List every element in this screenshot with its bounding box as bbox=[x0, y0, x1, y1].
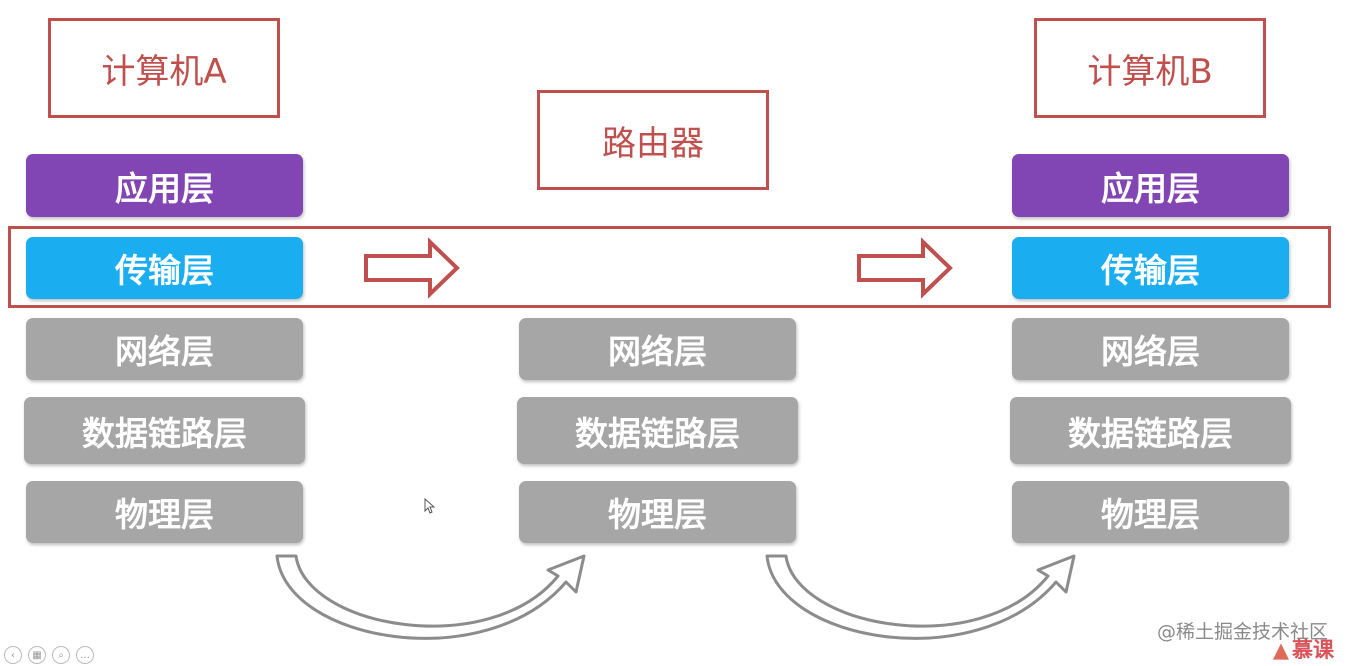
more-icon[interactable]: … bbox=[76, 646, 94, 664]
computer-a-network-layer: 网络层 bbox=[26, 318, 303, 380]
computer-a-title: 计算机A bbox=[48, 18, 280, 118]
curved-arrow-icon bbox=[275, 554, 586, 640]
back-icon[interactable]: ‹ bbox=[4, 646, 22, 664]
mouse-cursor-icon bbox=[424, 498, 436, 514]
router-network-layer: 网络层 bbox=[519, 318, 796, 380]
computer-a-application-layer: 应用层 bbox=[26, 154, 303, 217]
router-datalink-layer: 数据链路层 bbox=[517, 397, 798, 464]
computer-b-network-layer: 网络层 bbox=[1012, 318, 1289, 380]
grid-icon[interactable]: ▦ bbox=[28, 646, 46, 664]
computer-a-transport-layer: 传输层 bbox=[26, 237, 303, 299]
router-title: 路由器 bbox=[537, 90, 769, 190]
watermark: @稀土掘金技术社区 bbox=[1156, 621, 1328, 643]
flame-icon: ▲ bbox=[1272, 638, 1289, 662]
computer-b-physical-layer: 物理层 bbox=[1012, 481, 1289, 543]
zoom-icon[interactable]: ⌕ bbox=[52, 646, 70, 664]
computer-b-transport-layer: 传输层 bbox=[1012, 237, 1289, 299]
curved-arrow-icon bbox=[765, 554, 1076, 640]
brand-logo: ▲慕课 bbox=[1273, 634, 1334, 664]
player-controls: ‹ ▦ ⌕ … bbox=[4, 646, 94, 664]
computer-b-application-layer: 应用层 bbox=[1012, 154, 1289, 217]
computer-a-physical-layer: 物理层 bbox=[26, 481, 303, 543]
right-arrow-icon bbox=[857, 237, 953, 299]
right-arrow-icon bbox=[364, 237, 460, 299]
router-physical-layer: 物理层 bbox=[519, 481, 796, 543]
computer-b-title: 计算机B bbox=[1034, 18, 1266, 118]
computer-a-datalink-layer: 数据链路层 bbox=[24, 397, 305, 464]
logo-text: 慕课 bbox=[1292, 638, 1334, 662]
computer-b-datalink-layer: 数据链路层 bbox=[1010, 397, 1291, 464]
